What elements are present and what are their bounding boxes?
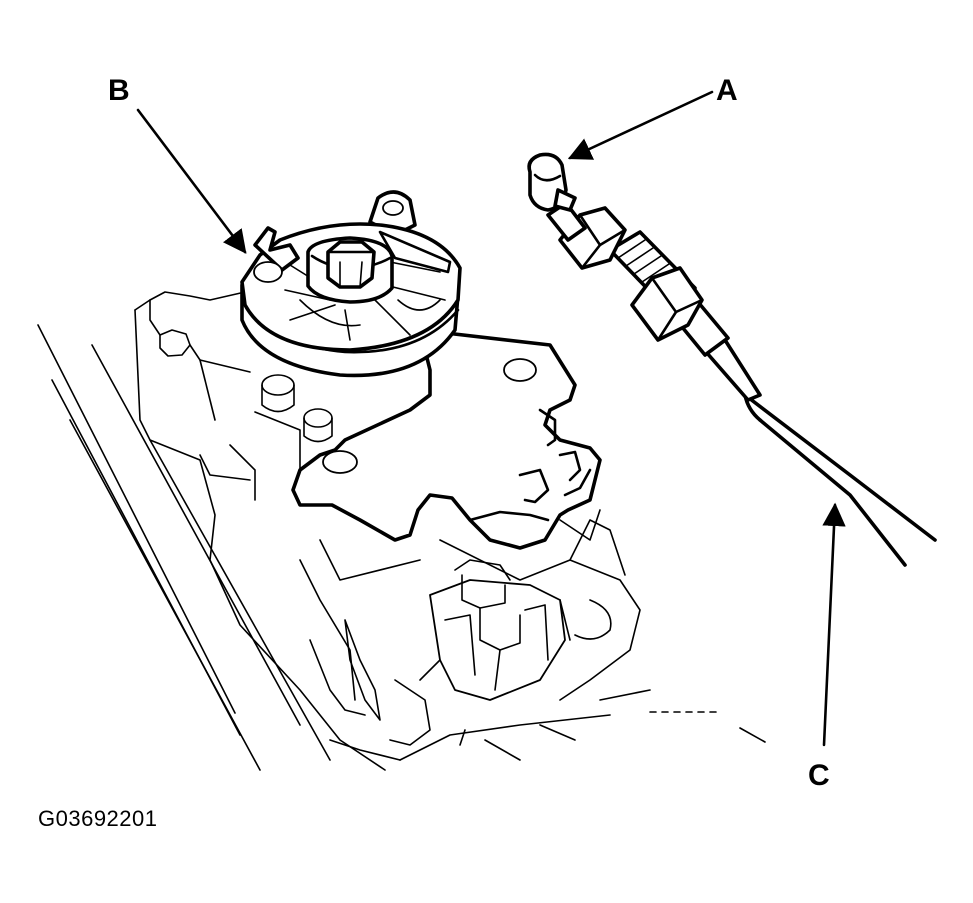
- callout-label-a: A: [716, 74, 738, 107]
- callout-label-b: B: [108, 74, 130, 107]
- leader-line-a: [567, 90, 714, 160]
- shift-cable: [527, 152, 937, 567]
- sensor-mounting-bracket: [291, 328, 602, 550]
- leader-line-c: [822, 502, 846, 747]
- figure-id: G03692201: [38, 806, 158, 831]
- sensor-connector: [429, 559, 566, 701]
- transmission-housing: [37, 279, 766, 771]
- transmission-range-switch: [240, 190, 462, 378]
- callout-leaders: [136, 90, 846, 747]
- leader-line-b: [136, 108, 247, 254]
- callout-label-c: C: [808, 759, 830, 792]
